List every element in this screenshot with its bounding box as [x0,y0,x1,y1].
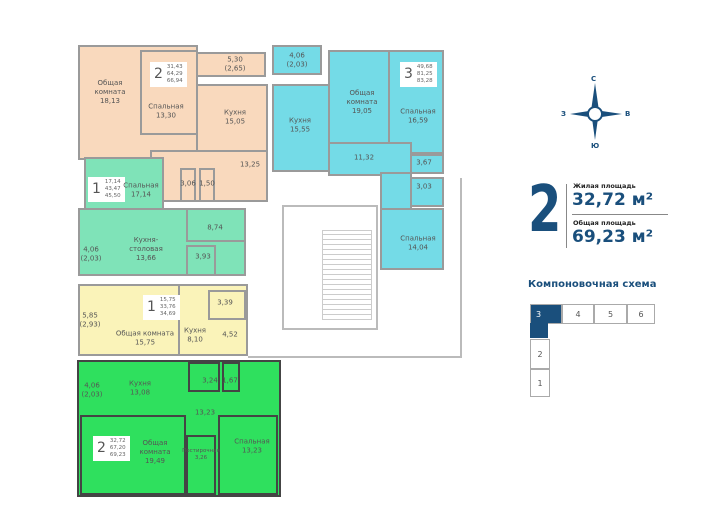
area-total: 34,69 [159,310,176,317]
label: Кухня 15,05 [223,108,247,125]
scheme-title: Компоновочная схема [528,279,657,290]
block-3-wing [530,323,548,338]
room-bath [188,362,220,392]
compass-icon [570,83,622,140]
block-5[interactable]: 5 [594,304,627,324]
label: 13,25 [239,160,261,169]
label: 3,06 [180,179,196,188]
room-bath [180,168,196,202]
room-bedroom [380,208,444,270]
area-living: 49,68 [416,64,433,70]
rooms-count: 1 [92,181,101,198]
room-hall [328,142,412,176]
room-kitchen [196,84,268,154]
room-bath [199,168,215,202]
room-loggia [196,52,266,77]
block-2[interactable]: 2 [530,339,550,369]
area-living: 15,75 [159,297,176,303]
label: Общая комната 19,49 [139,438,171,465]
rooms-count: 2 [154,66,163,83]
area-total: 45,50 [104,192,121,199]
compass-east: В [625,110,631,118]
area-living: 17,14 [104,179,121,185]
label: 4,06 (2,03) [80,245,102,262]
label: Спальная 14,04 [400,234,436,251]
label: Спальная 13,30 [148,102,184,119]
label: Общая комната 19,05 [346,88,378,115]
rooms-count: 3 [404,66,413,83]
label: Кухня 13,08 [128,379,152,396]
area-net: 64,29 [166,70,183,77]
rooms-number: 2 [528,173,562,247]
area-net: 67,20 [109,444,126,451]
label: Постирочная 3,26 [182,448,220,461]
total-area-value: 69,23 м² [572,227,654,247]
label: Общая комната 15,75 [115,329,175,346]
area-living: 32,72 [109,438,126,444]
label: 5,30 (2,65) [224,55,246,72]
label: 1,67 [222,376,238,385]
room-bedroom [218,415,278,495]
block-6[interactable]: 6 [627,304,655,324]
total-area-label: Общая площадь [573,219,636,227]
room-bath [222,362,240,392]
label: 3,93 [195,252,211,261]
label: 11,32 [353,153,375,162]
living-area-label: Жилая площадь [573,182,636,190]
label: 5,85 (2,93) [79,311,101,328]
divider [572,214,668,215]
area-total: 83,28 [416,77,433,84]
label: 3,67 [416,158,432,167]
label: 3,39 [217,298,233,307]
label: 13,23 [194,408,216,417]
room-loggia [272,45,322,75]
label: Кухня- столовая 13,66 [129,235,163,262]
label: Спальная 17,14 [123,181,159,198]
label: Спальная 13,23 [234,437,270,454]
room-bath [208,290,246,320]
rooms-count: 1 [147,299,156,316]
room-bath [186,245,216,276]
area-total: 69,23 [109,451,126,458]
block-1[interactable]: 1 [530,369,550,397]
label: 1,50 [199,179,215,188]
building-wall [248,178,462,358]
block-3-selected[interactable]: 3 [530,304,562,324]
area-total: 66,94 [166,77,183,84]
label: 4,06 (2,03) [81,381,103,398]
label: 8,74 [207,223,223,232]
room-hall [186,208,246,242]
label: 4,52 [222,330,238,339]
area-net: 43,47 [104,185,121,192]
area-net: 81,25 [416,70,433,77]
label: 3,03 [416,182,432,191]
block-4[interactable]: 4 [562,304,594,324]
compass-north: С [591,75,597,83]
area-net: 33,76 [159,303,176,310]
room-bath [410,154,444,174]
compass-south: Ю [591,142,600,150]
area-living: 31,43 [166,64,183,70]
label: Спальная 16,59 [400,107,436,124]
label: 4,06 (2,03) [286,51,308,68]
label: Общая комната 18,13 [94,78,126,105]
compass-west: З [561,110,566,118]
stairs [322,230,372,320]
living-area-value: 32,72 м² [572,190,654,210]
room-bath [410,177,444,207]
label: Кухня 15,55 [288,116,312,133]
room-laundry [186,435,216,495]
rooms-count: 2 [97,440,106,457]
stairwell [282,205,378,330]
room-kitchen [78,208,246,276]
label: 3,24 [202,376,218,385]
divider [566,184,567,248]
label: Кухня 8,10 [183,326,207,343]
